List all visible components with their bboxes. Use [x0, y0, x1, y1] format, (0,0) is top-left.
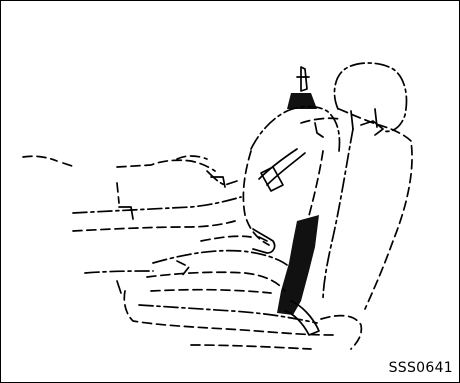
- dashboard-edge: [23, 156, 75, 167]
- figure-code: SSS0641: [389, 360, 453, 376]
- occupant-arms: [73, 156, 241, 231]
- occupant-legs: [85, 251, 287, 293]
- belt-anchor: [287, 67, 317, 109]
- seat-back: [301, 109, 412, 309]
- shoulder-belt: [259, 149, 305, 191]
